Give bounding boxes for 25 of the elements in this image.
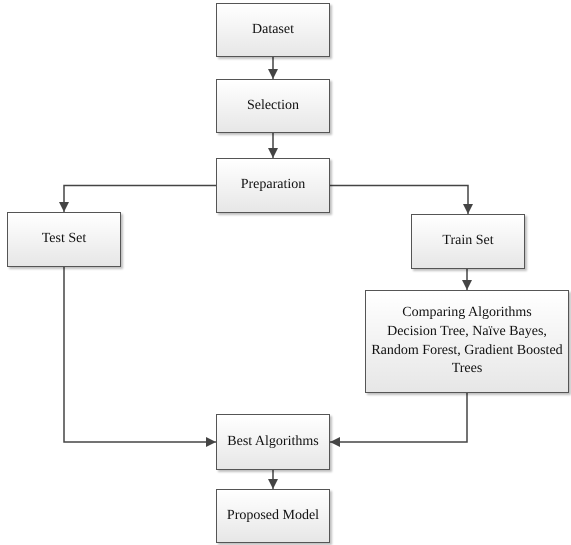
process-box — [216, 158, 330, 213]
process-box — [216, 414, 330, 470]
arrow — [268, 133, 278, 158]
box-label: Decision Tree, Naïve Bayes, Random Forest, Gradient Boosted Trees — [370, 322, 564, 378]
arrow — [330, 184, 473, 214]
process-box — [7, 212, 121, 267]
process-box — [411, 214, 525, 269]
process-box — [216, 79, 330, 133]
box-label: Proposed Model — [226, 506, 320, 525]
box-label: Preparation — [240, 176, 306, 194]
arrow — [63, 267, 216, 447]
arrow — [462, 269, 472, 290]
process-box — [216, 3, 330, 57]
process-box — [365, 290, 569, 393]
arrow — [59, 184, 216, 212]
arrow — [268, 470, 278, 489]
box-label: Test Set — [42, 230, 86, 248]
box-label: Best Algorithms — [227, 432, 319, 451]
box-label: Selection — [246, 96, 300, 115]
box-label: Dataset — [252, 20, 294, 39]
arrow — [268, 57, 278, 79]
process-box — [216, 489, 330, 543]
box-label: Comparing Algorithms — [402, 304, 532, 322]
box-label: Train Set — [442, 232, 494, 250]
arrow — [330, 393, 468, 447]
